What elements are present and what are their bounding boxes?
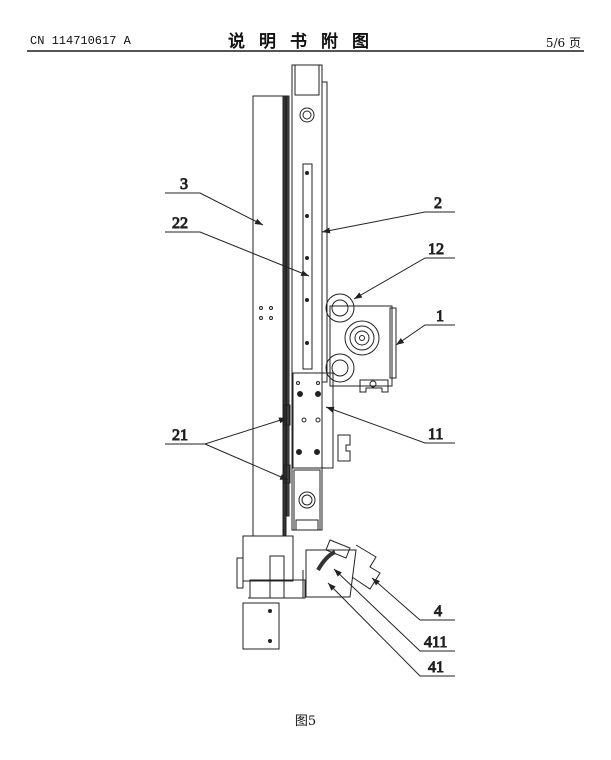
bottom-bracket bbox=[236, 535, 306, 650]
label-3: 3 bbox=[180, 176, 188, 193]
part-4-assembly bbox=[305, 539, 381, 598]
label-1: 1 bbox=[436, 308, 444, 325]
label-21: 21 bbox=[172, 427, 188, 444]
header-rule bbox=[27, 50, 584, 52]
page-title: 说明书附图 bbox=[228, 32, 383, 52]
page-number: 5/6 页 bbox=[545, 36, 581, 50]
figure-caption: 图5 bbox=[294, 714, 317, 729]
label-12: 12 bbox=[428, 241, 444, 258]
part-11-slider bbox=[283, 372, 351, 484]
label-2: 2 bbox=[434, 195, 442, 212]
label-11: 11 bbox=[428, 426, 443, 443]
part-2-column bbox=[291, 64, 328, 531]
publication-number: CN 114710617 A bbox=[30, 34, 131, 48]
label-4: 4 bbox=[434, 603, 442, 620]
leader-lines bbox=[165, 192, 455, 677]
label-41: 41 bbox=[428, 659, 444, 676]
part-1-drive bbox=[325, 293, 397, 393]
label-22: 22 bbox=[172, 215, 188, 232]
label-411: 411 bbox=[424, 634, 447, 651]
